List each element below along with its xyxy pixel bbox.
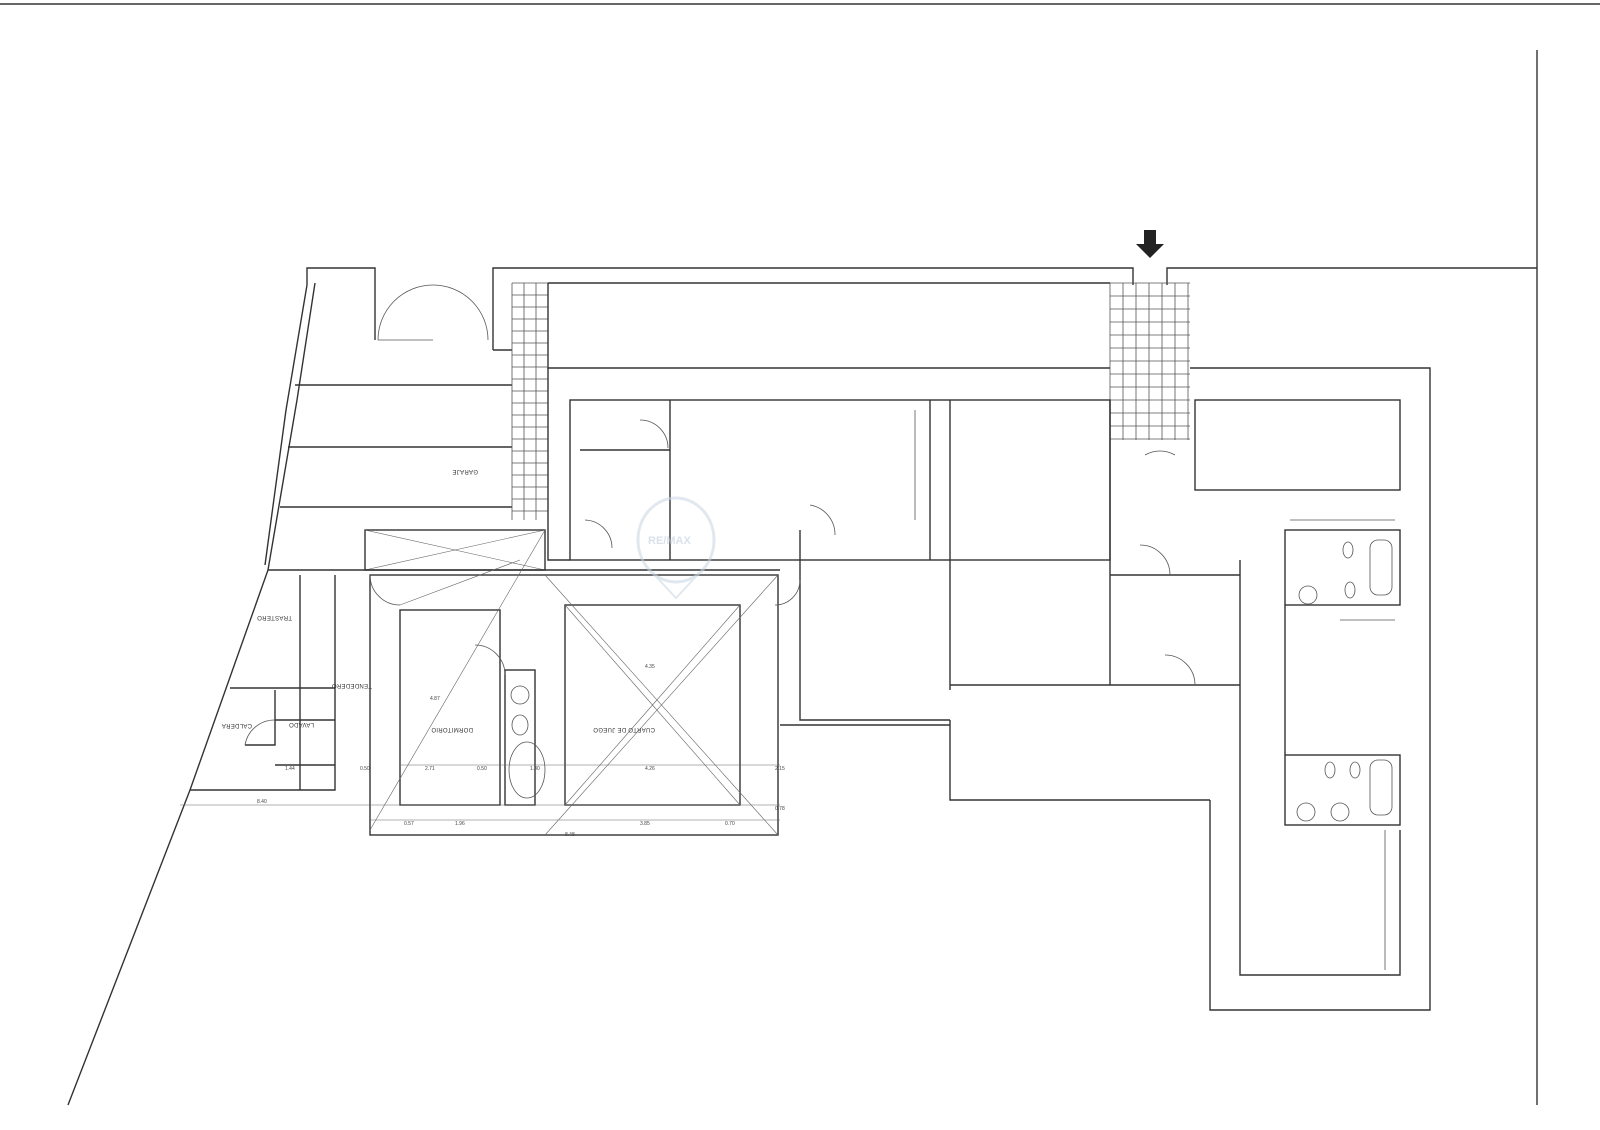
dimension-label: 0.70	[725, 821, 735, 827]
dimension-label: 2.71	[425, 766, 435, 772]
main-house	[547, 282, 1431, 1011]
dimension-label: 0.50	[477, 766, 487, 772]
dimension-label: 1.44	[285, 766, 295, 772]
dimension-label: 4.26	[645, 766, 655, 772]
dimension-label: 4.87	[430, 696, 440, 702]
room-label-storage: TRASTERO	[257, 614, 292, 620]
dimension-label: 4.35	[645, 664, 655, 670]
sheet-border	[0, 3, 1600, 1105]
watermark-text: RE/MAX	[648, 535, 691, 547]
dimension-label: 0.78	[775, 806, 785, 812]
room-label-drying-area: TENDEDERO	[332, 682, 372, 688]
garage: GARAJE	[280, 284, 512, 508]
dimension-label: 3.85	[640, 821, 650, 827]
room-label-laundry: LAVADO	[289, 721, 314, 727]
dimension-label: 8.40	[257, 799, 267, 805]
dimension-label: 1.80	[530, 766, 540, 772]
remax-watermark-logo: RE/MAX	[636, 496, 716, 600]
dimension-label: 1.96	[455, 821, 465, 827]
room-label-garage: GARAJE	[452, 468, 478, 474]
lower-left-wing: TRASTERO TENDEDERO CALDERA LAVADO DORMIT…	[180, 529, 801, 838]
plot-boundary	[67, 267, 1537, 1106]
room-label-boiler: CALDERA	[222, 722, 252, 728]
room-label-bedroom: DORMITORIO	[431, 726, 473, 732]
arrow-down-icon	[1136, 230, 1164, 258]
dimension-label: 0.50	[360, 766, 370, 772]
room-label-playroom: CUARTO DE JUEGO	[593, 726, 655, 732]
dimension-label: 2.15	[775, 766, 785, 772]
tiled-path-left	[511, 282, 549, 520]
dimension-label: 8.48	[565, 832, 575, 838]
tiled-path-right	[1109, 282, 1190, 440]
dimension-label: 0.57	[404, 821, 414, 827]
